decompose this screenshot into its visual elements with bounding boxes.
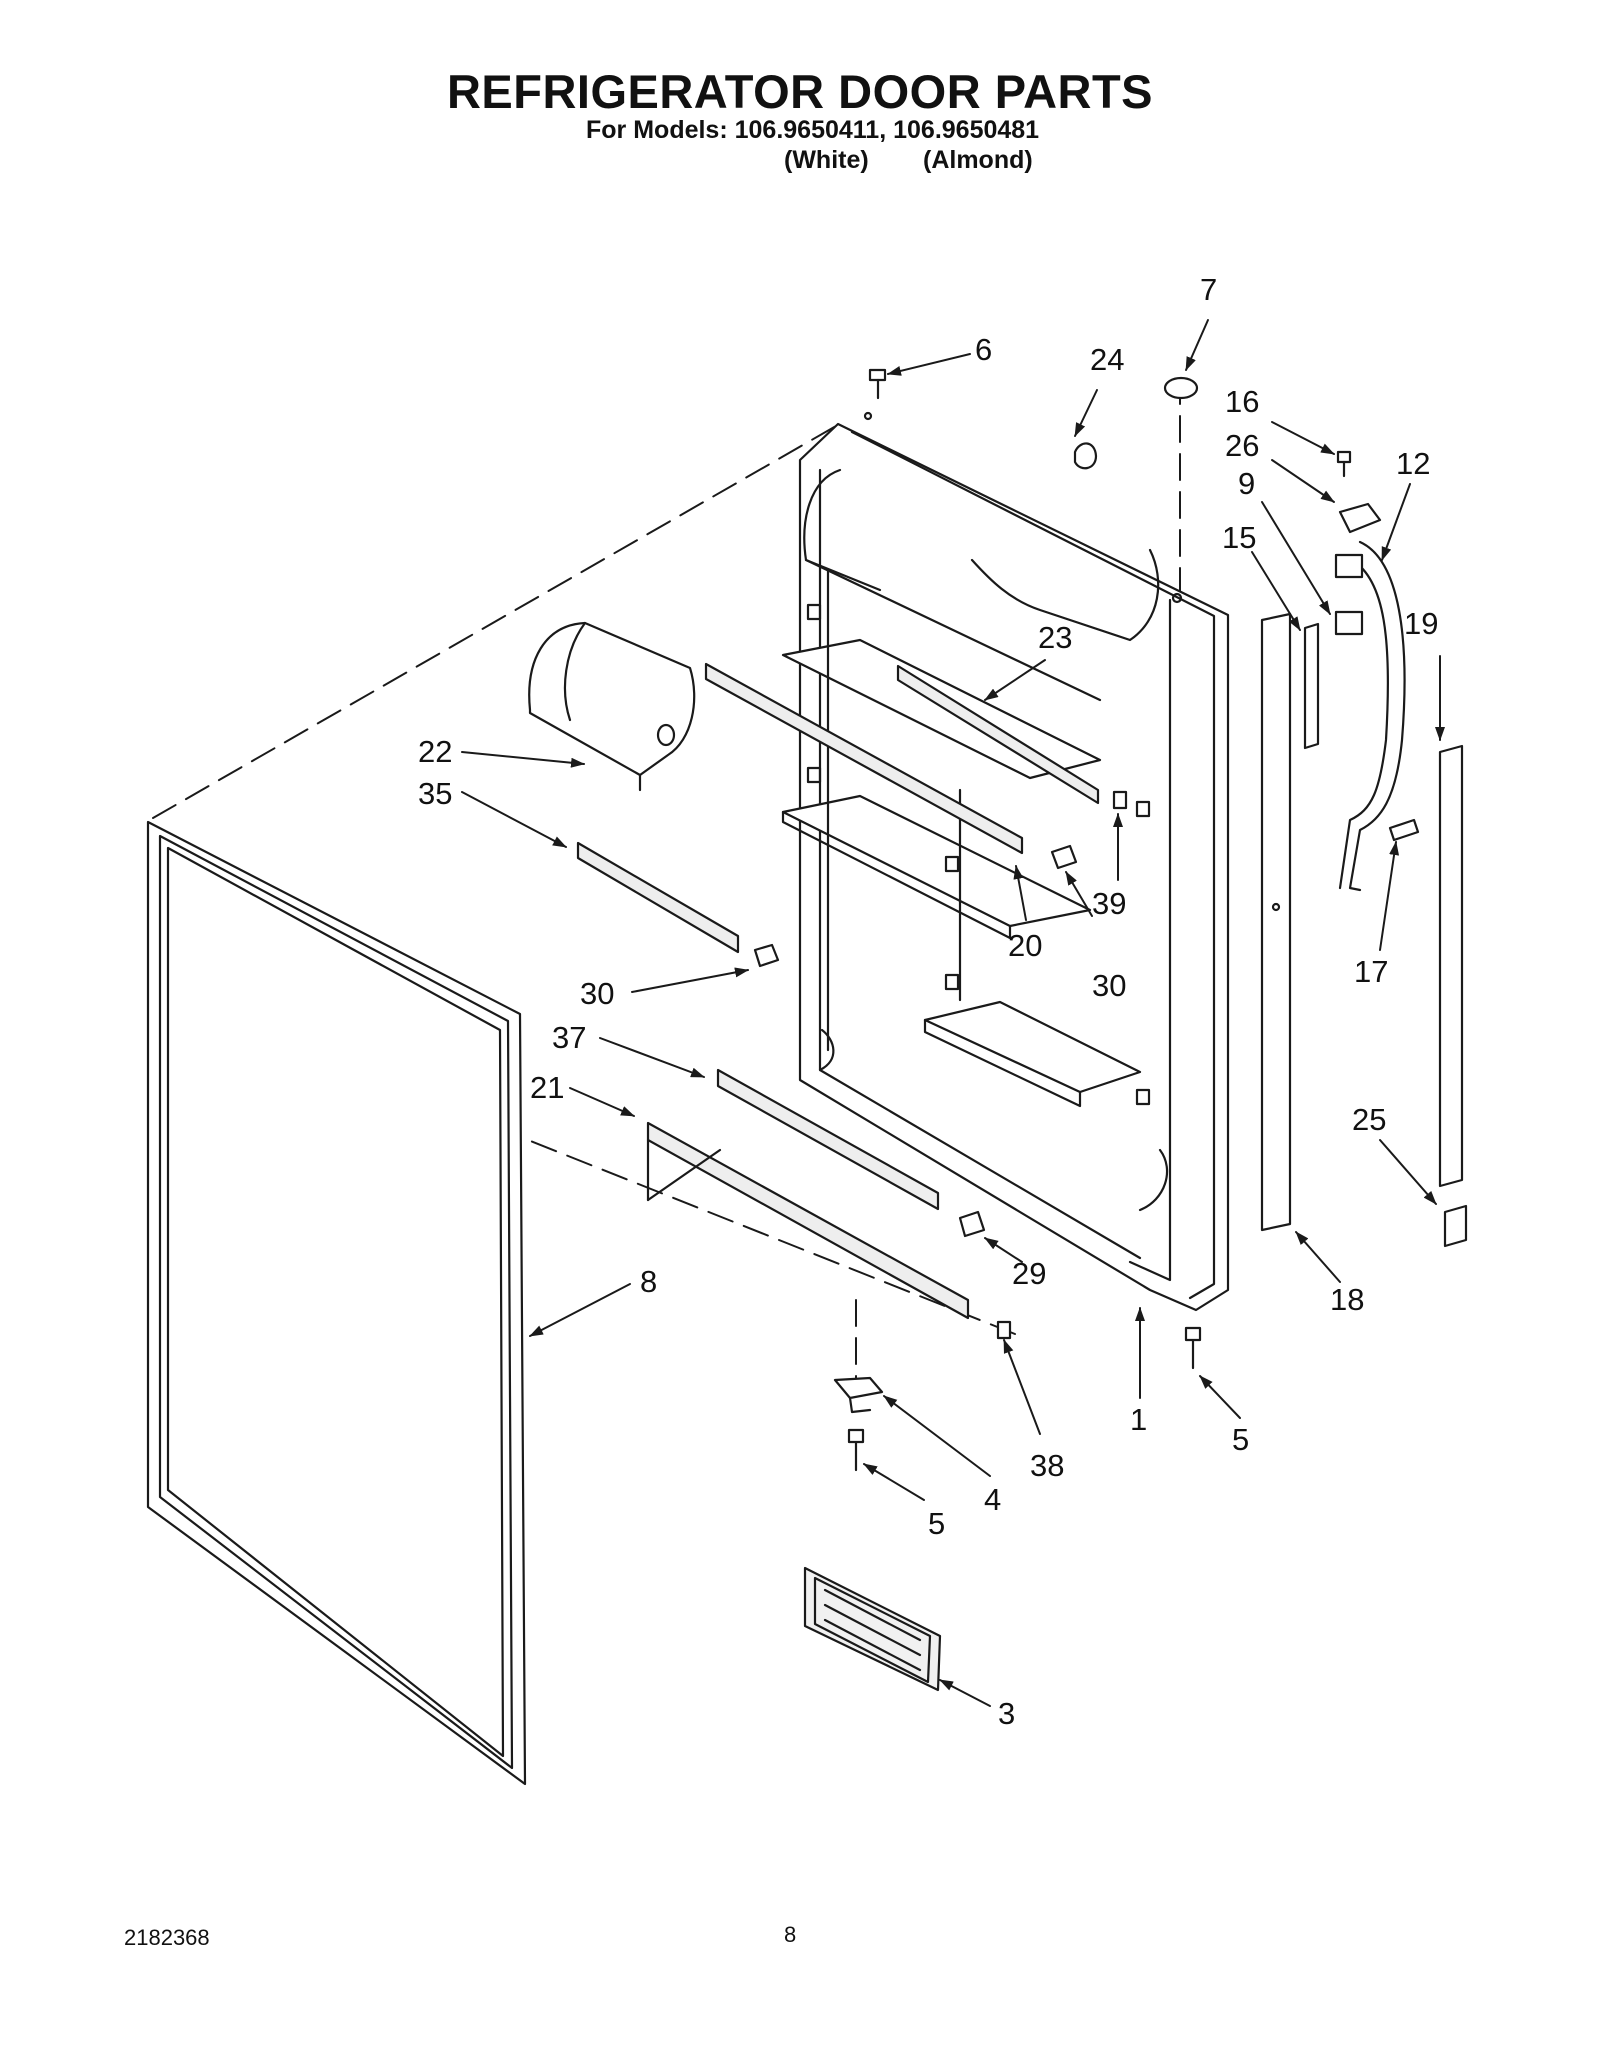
leader-arrows: [461, 319, 1445, 1707]
callout-8: 8: [640, 1264, 657, 1299]
callout-5-right: 5: [1232, 1422, 1249, 1457]
handle-trim-18: [1260, 612, 1320, 1232]
callout-29: 29: [1012, 1256, 1046, 1291]
color-white-label: (White): [784, 146, 869, 174]
toe-grille-3: [803, 1566, 942, 1692]
trim-strip-19: [1438, 744, 1468, 1248]
models-line: For Models: 106.9650411, 106.9650481: [586, 116, 1040, 144]
callout-12: 12: [1396, 446, 1430, 481]
callout-25: 25: [1352, 1102, 1386, 1137]
callout-4: 4: [984, 1482, 1001, 1517]
callout-9: 9: [1238, 466, 1255, 501]
page-title: REFRIGERATOR DOOR PARTS: [446, 65, 1154, 118]
callout-39: 39: [1092, 886, 1126, 921]
hinge-4: [833, 1376, 884, 1414]
callout-19: 19: [1404, 606, 1438, 641]
retainer-clips: [753, 790, 1128, 1340]
door-liner-1: [781, 411, 1230, 1312]
callout-21: 21: [530, 1070, 564, 1105]
callout-17: 17: [1354, 954, 1388, 989]
fasteners: [847, 368, 1420, 1472]
document-number: 2182368: [124, 1925, 210, 1950]
callout-30-left: 30: [580, 976, 614, 1011]
retainer-bars: [576, 662, 1100, 1320]
callout-7: 7: [1200, 272, 1217, 307]
callout-38: 38: [1030, 1448, 1064, 1483]
callout-22: 22: [418, 734, 452, 769]
color-almond-label: (Almond): [923, 146, 1033, 174]
door-gasket-8: [146, 820, 527, 1786]
callout-16: 16: [1225, 384, 1259, 419]
callout-23: 23: [1038, 620, 1072, 655]
callout-24: 24: [1090, 342, 1124, 377]
alignment-lines: [152, 377, 1181, 1386]
callout-numbers: 7 6 24 16 26 12 9 15 23 19 22 35 39 20 3…: [418, 272, 1438, 1731]
callout-37: 37: [552, 1020, 586, 1055]
callout-26: 26: [1225, 428, 1259, 463]
callout-35: 35: [418, 776, 452, 811]
door-handle-12: [1334, 502, 1406, 892]
callout-1: 1: [1130, 1402, 1147, 1437]
page-number: 8: [784, 1922, 797, 1947]
dairy-bin-22: [528, 621, 696, 792]
callout-3: 3: [998, 1696, 1015, 1731]
callout-18: 18: [1330, 1282, 1364, 1317]
callout-20: 20: [1008, 928, 1042, 963]
callout-5-left: 5: [928, 1506, 945, 1541]
callout-15: 15: [1222, 520, 1256, 555]
callout-30-right: 30: [1092, 968, 1126, 1003]
callout-6: 6: [975, 332, 992, 367]
